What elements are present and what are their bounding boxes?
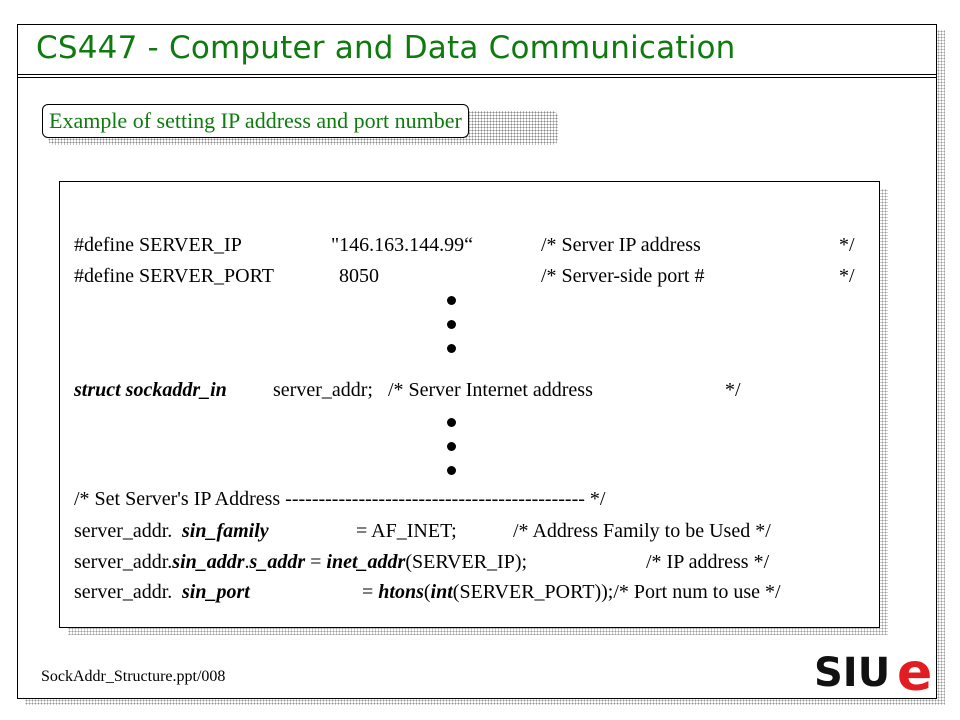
code-comment-end: */ xyxy=(839,265,855,287)
ellipsis-dot-icon xyxy=(447,418,456,427)
code-line-sin-addr: server_addr.sin_addr.s_addr = inet_addr(… xyxy=(74,550,527,574)
code-expression: = htons(int(SERVER_PORT));/* Port num to… xyxy=(362,580,781,604)
code-text: (SERVER_PORT));/* Port num to use */ xyxy=(452,581,781,603)
code-field: sin_port xyxy=(182,581,250,603)
code-function: htons xyxy=(378,581,424,603)
code-text: = xyxy=(305,551,327,573)
code-text: = AF_INET; xyxy=(356,520,457,542)
code-text: #define SERVER_IP xyxy=(74,234,242,256)
code-function: int xyxy=(430,581,453,603)
code-box xyxy=(59,181,880,628)
siue-logo-icon: SIU e xyxy=(811,640,933,696)
ellipsis-dot-icon xyxy=(447,320,456,329)
ellipsis-dot-icon xyxy=(447,344,456,353)
svg-text:SIU: SIU xyxy=(814,650,890,696)
code-field: sin_addr xyxy=(172,551,245,573)
title-divider xyxy=(17,74,937,78)
code-field: s_addr xyxy=(249,551,306,573)
code-text: server_addr. xyxy=(74,520,173,542)
ellipsis-dot-icon xyxy=(447,442,456,451)
code-field: sin_family xyxy=(182,520,269,542)
code-comment-end: */ xyxy=(725,379,741,401)
code-text: ( xyxy=(423,581,431,603)
code-function: inet_addr xyxy=(326,551,406,573)
code-comment-end: */ xyxy=(839,234,855,256)
code-text: #define SERVER_PORT xyxy=(74,265,274,287)
ellipsis-dot-icon xyxy=(447,466,456,475)
ellipsis-dot-icon xyxy=(447,296,456,305)
code-text: 8050 xyxy=(339,265,379,287)
code-text: . xyxy=(244,551,250,573)
slide-subtitle: Example of setting IP address and port n… xyxy=(42,104,469,138)
code-comment: /* Server IP address xyxy=(541,234,701,256)
code-text: server_addr. xyxy=(74,551,173,573)
code-text: server_addr; /* Server Internet address xyxy=(273,379,593,401)
code-text: = xyxy=(362,581,379,603)
code-text: (SERVER_IP); xyxy=(405,551,528,573)
svg-text:e: e xyxy=(897,643,932,696)
code-text: "146.163.144.99“ xyxy=(331,234,474,256)
code-type: struct sockaddr_in xyxy=(74,379,227,401)
code-comment: /* Address Family to be Used */ xyxy=(513,520,771,542)
code-text: server_addr. xyxy=(74,581,173,603)
code-comment: /* IP address */ xyxy=(646,551,770,573)
code-line-comment-header: /* Set Server's IP Address -------------… xyxy=(74,488,606,510)
slide-title: CS447 - Computer and Data Communication xyxy=(36,30,736,66)
slide-footer: SockAddr_Structure.ppt/008 xyxy=(41,668,226,685)
code-comment: /* Server-side port # xyxy=(541,265,705,287)
